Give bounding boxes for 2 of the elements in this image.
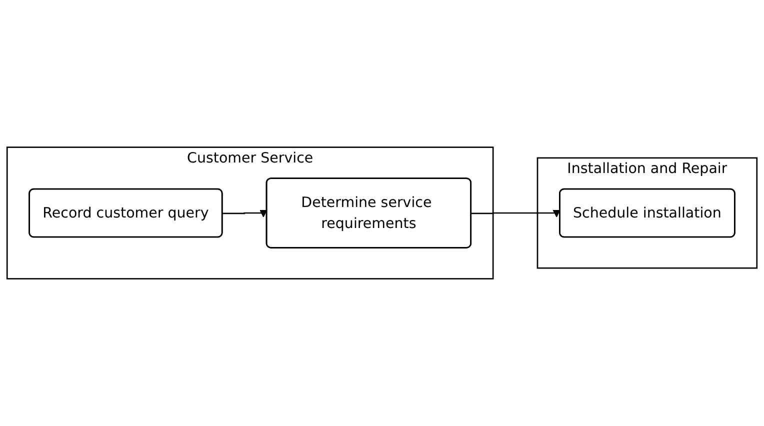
arrow xyxy=(222,209,268,218)
arrow xyxy=(471,209,560,218)
